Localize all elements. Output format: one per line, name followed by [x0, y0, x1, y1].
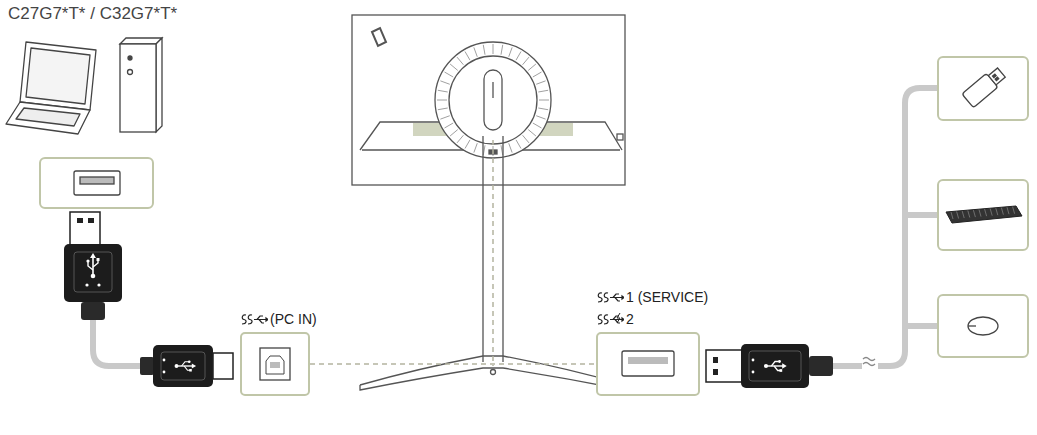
cable-break: [863, 358, 875, 366]
model-title: C27G7*T* / C32G7*T*: [8, 4, 177, 24]
mouse: [968, 317, 998, 335]
usb-cable: [93, 320, 142, 366]
device-box: [938, 180, 1028, 250]
port-label: 2: [596, 308, 708, 330]
usb-cable: [833, 88, 938, 366]
usb-b-plug: [140, 345, 233, 387]
superspeed-usb-icon: [596, 313, 624, 326]
superspeed-usb-icon: [240, 313, 268, 326]
port-frame: [240, 332, 310, 396]
device-box: [938, 57, 1028, 120]
superspeed-usb-icon: [596, 291, 624, 304]
usb-a-port: [74, 171, 120, 195]
desktop-pc: [120, 38, 162, 132]
port-label: (PC IN): [240, 308, 317, 330]
usb-port-box: (PC IN): [240, 308, 317, 396]
port-link-line: [310, 363, 596, 365]
port-location-line: [492, 140, 494, 366]
keyboard: [946, 206, 1022, 223]
laptop: [6, 42, 96, 134]
pc-port-box: [40, 158, 153, 208]
usb-b-port: [242, 334, 312, 394]
usb-stick: [962, 66, 1007, 108]
usb-a-plug: [706, 344, 833, 388]
port-label: 1 (SERVICE): [596, 286, 708, 308]
usb-port-box: 1 (SERVICE)2: [596, 286, 708, 396]
usb-a-port: [598, 334, 702, 394]
device-box: [938, 295, 1028, 357]
monitor: [352, 15, 626, 390]
port-frame: [596, 332, 700, 396]
usb-a-plug: [64, 212, 122, 320]
